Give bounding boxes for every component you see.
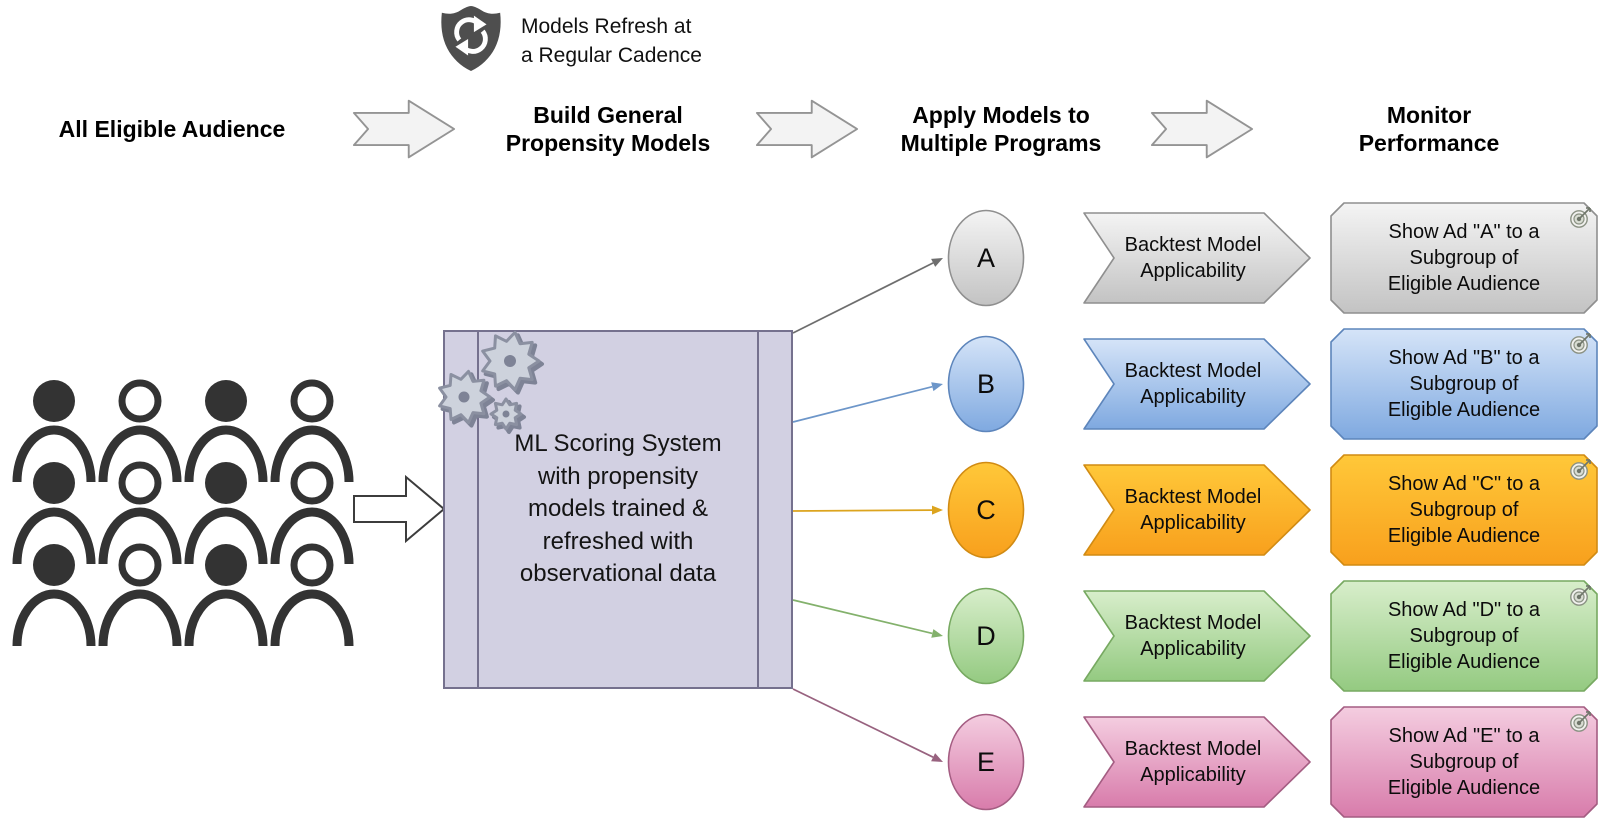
program-circle: D: [947, 587, 1025, 685]
program-circle-label: C: [976, 494, 996, 525]
person-icon: [98, 543, 182, 647]
program-circle-label: A: [976, 242, 995, 273]
person-icon: [184, 462, 268, 565]
program-circle: E: [947, 713, 1025, 811]
step-label-apply-models: Apply Models to Multiple Programs: [900, 101, 1102, 156]
person-icon: [12, 380, 96, 483]
show-ad-label: Show Ad "D" to a Subgroup of Eligible Au…: [1387, 599, 1541, 673]
show-ad-box: Show Ad "C" to a Subgroup of Eligible Au…: [1330, 454, 1598, 566]
person-icon: [98, 379, 182, 483]
program-row: B Backtest Model Applicability: [947, 328, 1600, 440]
program-circle: A: [947, 209, 1025, 307]
program-circle: C: [947, 461, 1025, 559]
program-row: C Backtest Model Applicability: [947, 454, 1600, 566]
show-ad-box: Show Ad "D" to a Subgroup of Eligible Au…: [1330, 580, 1598, 692]
ml-scoring-system-label: ML Scoring System with propensity models…: [514, 429, 722, 588]
shield-refresh-icon: [441, 5, 501, 72]
gears-icon: [438, 330, 544, 434]
backtest-banner: Backtest Model Applicability: [1083, 716, 1311, 808]
show-ad-box: Show Ad "A" to a Subgroup of Eligible Au…: [1330, 202, 1598, 314]
connector-arrowhead: [931, 382, 943, 392]
person-icon: [184, 380, 268, 483]
target-icon: [1570, 333, 1591, 354]
program-row: E Backtest Model Applicability: [947, 706, 1600, 818]
connector-arrow: [792, 599, 933, 635]
program-circle-label: D: [976, 620, 996, 651]
target-icon: [1570, 459, 1591, 480]
program-row: A Backtest Model Applicability: [947, 202, 1600, 314]
backtest-banner-label: Backtest Model Applicability: [1124, 738, 1262, 786]
backtest-banner: Backtest Model Applicability: [1083, 590, 1311, 682]
person-icon: [184, 544, 268, 647]
step-label-build-models: Build General Propensity Models: [505, 101, 711, 156]
program-circle-label: E: [976, 746, 995, 777]
box-inner-line: [757, 332, 759, 687]
target-icon: [1570, 585, 1591, 606]
connector-arrowhead: [931, 629, 943, 638]
show-ad-label: Show Ad "C" to a Subgroup of Eligible Au…: [1387, 473, 1541, 547]
backtest-banner-label: Backtest Model Applicability: [1124, 234, 1262, 282]
flow-arrow-icon: [352, 99, 456, 159]
show-ad-box: Show Ad "E" to a Subgroup of Eligible Au…: [1330, 706, 1598, 818]
person-icon: [270, 379, 354, 483]
connector-arrowhead: [931, 258, 943, 267]
person-icon: [12, 544, 96, 647]
connector-arrow: [792, 385, 933, 423]
show-ad-box: Show Ad "B" to a Subgroup of Eligible Au…: [1330, 328, 1598, 440]
connector-arrow: [792, 509, 933, 512]
person-icon: [98, 461, 182, 565]
person-icon: [12, 462, 96, 565]
connector-arrowhead: [931, 753, 943, 762]
target-icon: [1570, 207, 1591, 228]
target-icon: [1570, 711, 1591, 732]
connector-arrowhead: [932, 505, 943, 515]
block-arrow-icon: [353, 474, 446, 544]
flow-arrow-icon: [755, 99, 859, 159]
show-ad-label: Show Ad "A" to a Subgroup of Eligible Au…: [1387, 221, 1541, 295]
connector-arrow: [792, 688, 934, 758]
show-ad-label: Show Ad "E" to a Subgroup of Eligible Au…: [1387, 725, 1541, 799]
person-icon: [270, 461, 354, 565]
backtest-banner-label: Backtest Model Applicability: [1124, 360, 1262, 408]
connector-arrows: [792, 258, 943, 762]
program-circle-label: B: [976, 368, 995, 399]
connector-arrow: [792, 262, 934, 334]
step-label-all-eligible-audience: All Eligible Audience: [58, 115, 286, 142]
program-row: D Backtest Model Applicability: [947, 580, 1600, 692]
backtest-banner-label: Backtest Model Applicability: [1124, 612, 1262, 660]
refresh-note: Models Refresh at a Regular Cadence: [521, 15, 702, 67]
step-label-monitor-performance: Monitor Performance: [1358, 101, 1500, 156]
box-inner-line: [477, 332, 479, 687]
program-circle: B: [947, 335, 1025, 433]
backtest-banner-label: Backtest Model Applicability: [1124, 486, 1262, 534]
backtest-banner: Backtest Model Applicability: [1083, 464, 1311, 556]
person-icon: [270, 543, 354, 647]
audience-crowd: [10, 376, 356, 647]
backtest-banner: Backtest Model Applicability: [1083, 338, 1311, 430]
show-ad-label: Show Ad "B" to a Subgroup of Eligible Au…: [1387, 347, 1541, 421]
backtest-banner: Backtest Model Applicability: [1083, 212, 1311, 304]
flow-arrow-icon: [1150, 99, 1254, 159]
